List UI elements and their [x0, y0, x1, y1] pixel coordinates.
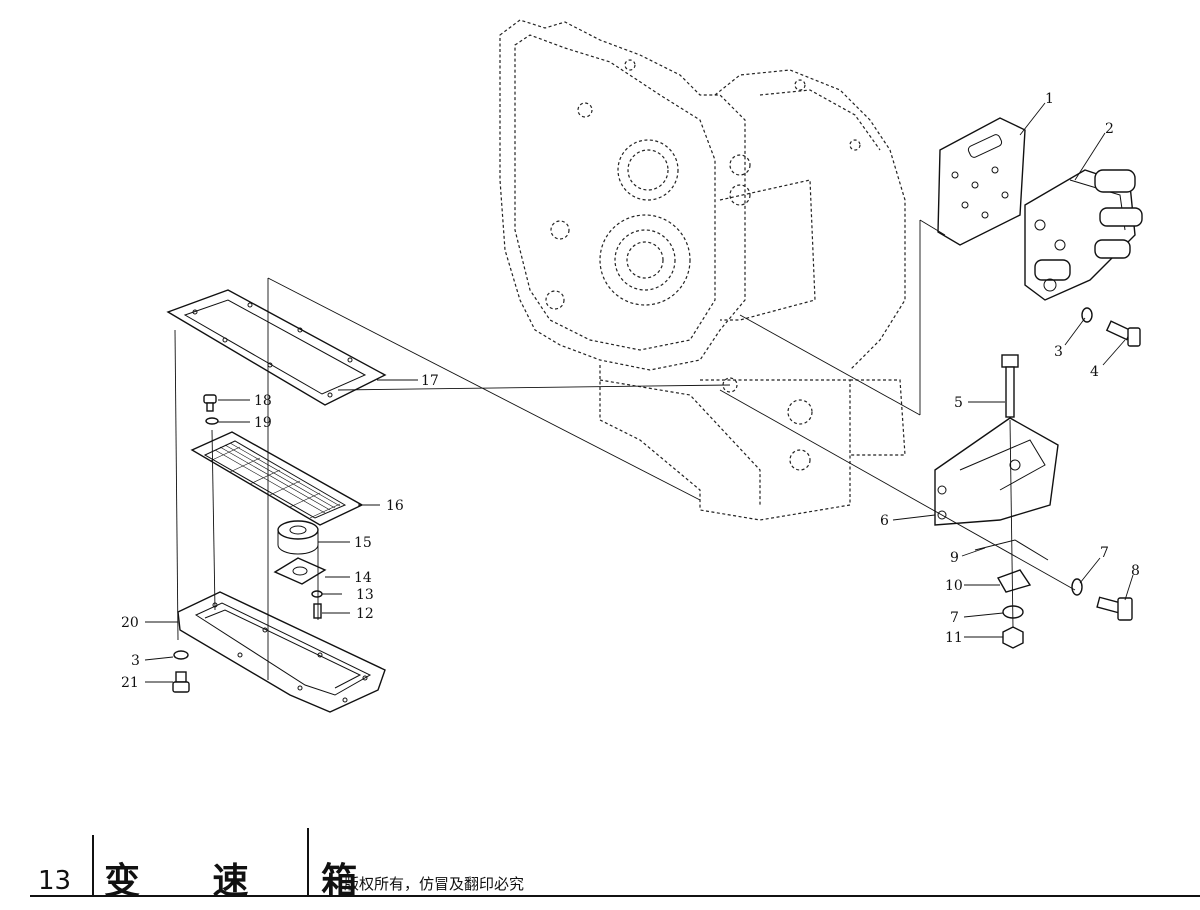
callout-15: 15: [354, 535, 372, 551]
callout-9: 9: [950, 550, 959, 566]
callout-7-bracket-washer: 7: [1100, 545, 1109, 561]
callout-4: 4: [1090, 364, 1099, 380]
callout-13: 13: [356, 587, 374, 603]
section-title: 变 速 箱: [104, 861, 388, 902]
callout-19: 19: [254, 415, 272, 431]
callout-16: 16: [386, 498, 404, 514]
callout-21: 21: [121, 675, 139, 691]
valve-gasket-plate: [937, 117, 1026, 246]
drain-washer-and-plug: [172, 650, 190, 693]
oil-pan: [177, 591, 386, 713]
screen-bolt-and-washer: [203, 394, 219, 425]
callout-labels: 1 2 3 4 5 6 7 8 9 10 7 11 17 18 19 16 15…: [121, 91, 1140, 691]
oil-strainer-screen: [190, 431, 364, 526]
transmission-housing: [499, 19, 906, 521]
copyright-notice: 版权所有，仿冒及翻印必究: [344, 875, 525, 893]
callout-3-valve-washer: 3: [1054, 344, 1063, 360]
callout-6: 6: [880, 513, 889, 529]
footer-divider-2: [307, 828, 309, 897]
mounting-bracket-group: [934, 354, 1133, 649]
suction-pipe-parts: [273, 520, 327, 619]
callout-8: 8: [1131, 563, 1140, 579]
footer-rule-bottom: [30, 895, 1200, 897]
footer-divider-1: [92, 835, 94, 897]
callout-10: 10: [945, 578, 963, 594]
callout-18: 18: [254, 393, 272, 409]
callout-20: 20: [121, 615, 139, 631]
callout-14: 14: [354, 570, 372, 586]
callout-7-lock-washer: 7: [950, 610, 959, 626]
page-number: 13: [38, 866, 72, 896]
callout-2: 2: [1105, 121, 1114, 137]
valve-washer-and-bolt: [1081, 307, 1141, 347]
callout-3-drain-washer: 3: [131, 653, 140, 669]
callout-5: 5: [954, 395, 963, 411]
assembly-lines: [174, 219, 1076, 680]
callout-17: 17: [421, 373, 439, 389]
callout-12: 12: [356, 606, 374, 622]
callout-11: 11: [945, 630, 963, 646]
callout-1: 1: [1045, 91, 1054, 107]
callout-leaders: [144, 102, 1134, 683]
control-valve-assembly: [1024, 169, 1143, 301]
oil-pan-gasket: [166, 289, 387, 406]
